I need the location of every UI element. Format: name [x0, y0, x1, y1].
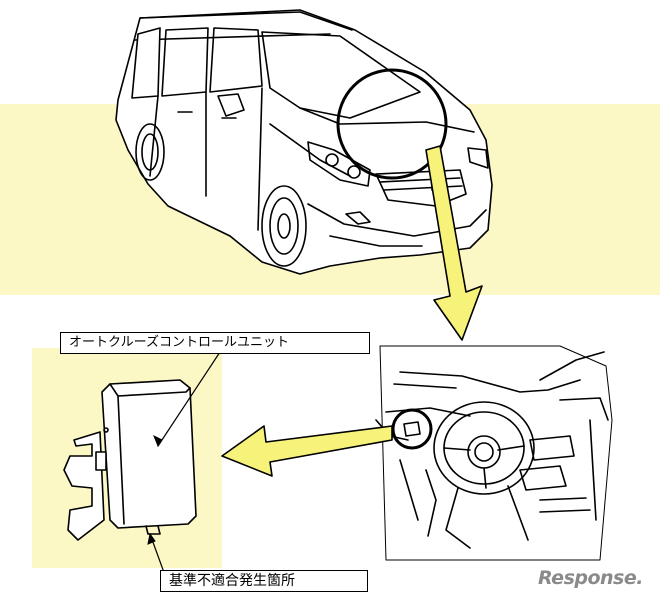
unit-illustration	[63, 379, 197, 541]
unit-label: オートクルーズコントロールユニット	[60, 332, 370, 354]
dashboard-to-unit-arrow	[221, 425, 393, 477]
car-to-dashboard-arrow	[425, 145, 483, 341]
defect-location-label: 基準不適合発生箇所	[160, 570, 368, 592]
minivan-illustration	[115, 9, 493, 275]
unit-leader-arrowhead	[153, 434, 163, 448]
response-watermark: Response.	[538, 567, 643, 589]
dashboard-illustration	[375, 345, 613, 561]
unit-leader-line	[157, 351, 221, 447]
defect-leader-arrowhead	[147, 532, 156, 545]
